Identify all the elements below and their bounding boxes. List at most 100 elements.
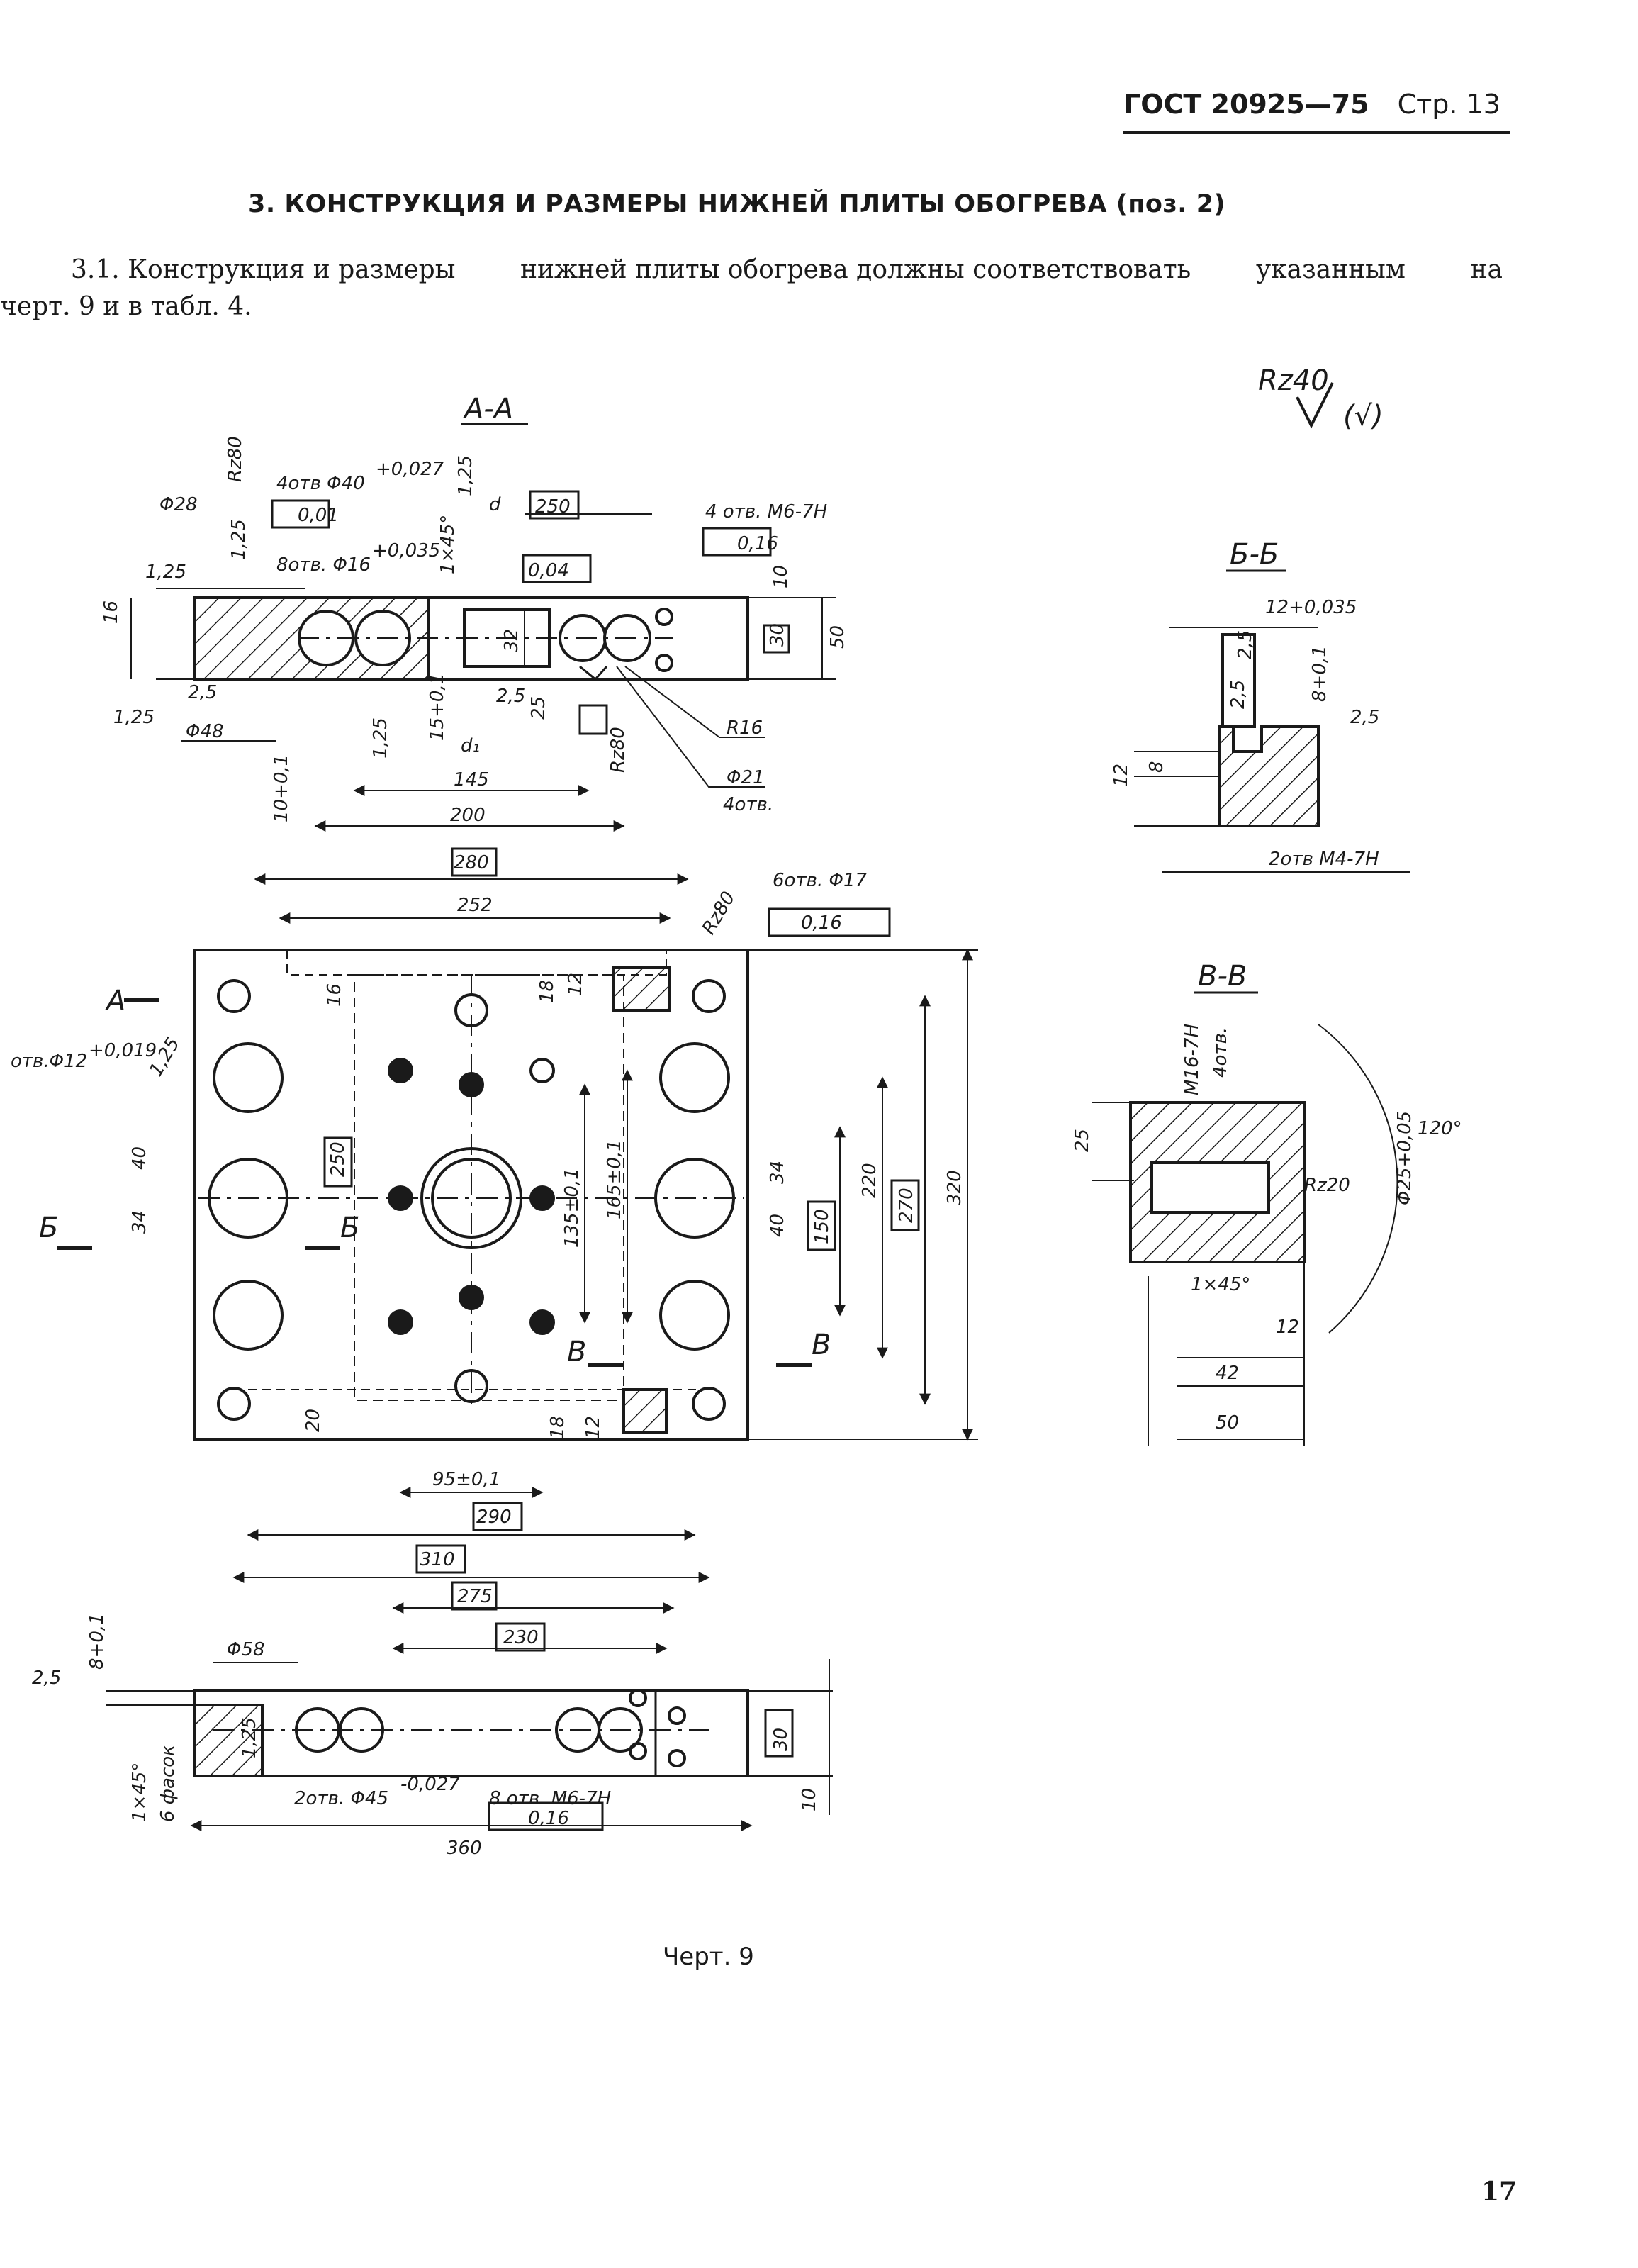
svg-text:отв.Φ12: отв.Φ12: [11, 1051, 87, 1072]
svg-text:2отв. Φ45: 2отв. Φ45: [294, 1788, 388, 1809]
svg-text:В: В: [567, 1336, 586, 1368]
svg-text:25: 25: [1072, 1129, 1093, 1152]
svg-text:200: 200: [450, 805, 486, 826]
svg-text:16: 16: [324, 983, 345, 1007]
svg-text:25: 25: [528, 696, 549, 720]
svg-text:0,16: 0,16: [737, 533, 778, 554]
svg-text:Б: Б: [340, 1212, 359, 1244]
svg-text:250: 250: [327, 1141, 349, 1177]
para-seg-4: на: [1470, 255, 1503, 284]
plan-view: [57, 847, 978, 1583]
plan-view-labels: 280 252 6отв. Φ17 0,16 Rz80 А отв.Φ12 +0…: [11, 852, 965, 1570]
para-seg-3: указанным: [1255, 255, 1406, 284]
svg-text:12: 12: [1111, 764, 1132, 787]
svg-text:1×45°: 1×45°: [129, 1763, 150, 1822]
svg-text:+0,019: +0,019: [89, 1040, 157, 1061]
svg-text:2,5: 2,5: [1235, 630, 1256, 659]
svg-text:Φ58: Φ58: [227, 1639, 265, 1660]
svg-text:0,01: 0,01: [298, 505, 339, 526]
svg-text:-0,027: -0,027: [400, 1774, 460, 1795]
para-seg-2: нижней плиты обогрева должны соответство…: [520, 255, 1191, 284]
svg-text:0,04: 0,04: [528, 560, 569, 581]
svg-text:4 отв. М6-7Н: 4 отв. М6-7Н: [705, 501, 827, 523]
svg-text:Φ25+0,05: Φ25+0,05: [1394, 1111, 1415, 1205]
page-header: ГОСТ 20925—75 Стр. 13: [1123, 89, 1510, 134]
section-title: 3. КОНСТРУКЦИЯ И РАЗМЕРЫ НИЖНЕЙ ПЛИТЫ ОБ…: [248, 190, 1226, 218]
page-label: Стр. 13: [1397, 89, 1500, 120]
svg-text:12: 12: [583, 1416, 604, 1439]
svg-text:40: 40: [129, 1146, 150, 1170]
svg-text:230: 230: [503, 1627, 539, 1648]
svg-text:40: 40: [767, 1214, 788, 1237]
view-label-vv: В-В: [1198, 960, 1247, 993]
svg-text:220: 220: [859, 1163, 880, 1198]
side-view-labels: 275 230 Φ58 2,5 8+0,1 1,25 1×45° 6 фасок…: [32, 1586, 820, 1859]
svg-text:275: 275: [457, 1586, 493, 1607]
svg-text:8+0,1: 8+0,1: [86, 1613, 108, 1670]
svg-text:145: 145: [454, 769, 489, 791]
svg-text:16: 16: [101, 600, 122, 624]
paragraph-line-2: черт. 9 и в табл. 4.: [0, 292, 252, 321]
svg-text:2,5: 2,5: [1350, 707, 1379, 728]
svg-text:360: 360: [447, 1838, 482, 1859]
svg-text:95±0,1: 95±0,1: [432, 1469, 500, 1490]
svg-text:165±0,1: 165±0,1: [604, 1139, 625, 1219]
svg-text:d₁: d₁: [461, 735, 480, 756]
svg-text:2,5: 2,5: [496, 686, 525, 707]
svg-text:50: 50: [827, 625, 848, 649]
svg-text:150: 150: [812, 1209, 833, 1244]
svg-text:2отв М4-7Н: 2отв М4-7Н: [1269, 849, 1379, 870]
svg-text:20: 20: [303, 1409, 324, 1432]
svg-text:120°: 120°: [1418, 1118, 1462, 1139]
svg-text:290: 290: [476, 1507, 512, 1528]
svg-text:42: 42: [1216, 1363, 1239, 1384]
svg-text:2,5: 2,5: [1228, 680, 1249, 709]
svg-text:18: 18: [547, 1416, 568, 1439]
view-label-bb: Б-Б: [1230, 538, 1279, 571]
svg-text:12: 12: [1276, 1317, 1299, 1338]
svg-text:Φ21: Φ21: [727, 767, 765, 788]
svg-text:135±0,1: 135±0,1: [561, 1168, 583, 1248]
svg-text:+0,027: +0,027: [376, 459, 444, 480]
svg-text:d: d: [489, 494, 501, 515]
svg-text:1,25: 1,25: [370, 717, 391, 759]
svg-text:В: В: [812, 1329, 831, 1361]
section-aa-labels: Φ28 Rz80 4отв Φ40 +0,027 0,01 1,25 d 250…: [101, 436, 848, 826]
svg-text:18: 18: [537, 980, 558, 1003]
svg-text:Φ28: Φ28: [159, 494, 198, 515]
svg-text:10: 10: [799, 1788, 820, 1811]
svg-text:250: 250: [535, 496, 571, 518]
svg-text:15+0,1: 15+0,1: [427, 673, 448, 741]
view-label-aa: А-А: [462, 393, 513, 425]
svg-text:Rz20: Rz20: [1304, 1175, 1350, 1196]
svg-text:8отв. Φ16: 8отв. Φ16: [276, 554, 371, 576]
svg-text:12+0,035: 12+0,035: [1265, 597, 1357, 618]
section-bb-labels: 12+0,035 2,5 8+0,1 2,5 2,5 12 8 2отв М4-…: [1111, 597, 1379, 870]
svg-text:30: 30: [770, 1728, 792, 1751]
svg-text:1×45°: 1×45°: [437, 515, 459, 574]
svg-text:(√): (√): [1343, 400, 1384, 432]
section-vv-labels: М16-7Н 4отв. 25 120° Rz20 Φ25+0,05 1×45°…: [1072, 1024, 1462, 1434]
svg-text:34: 34: [129, 1210, 150, 1234]
svg-text:А: А: [104, 985, 125, 1017]
section-bb: Б-Б: [1134, 538, 1410, 873]
roughness-symbol: Rz40 (√): [1258, 364, 1384, 432]
section-aa: А-А: [130, 393, 836, 832]
standard-number: ГОСТ 20925—75: [1123, 89, 1369, 120]
side-view: [106, 1581, 833, 1831]
svg-text:2,5: 2,5: [188, 682, 217, 703]
svg-text:Б: Б: [39, 1212, 58, 1244]
svg-text:Rz80: Rz80: [225, 436, 246, 482]
svg-text:8+0,1: 8+0,1: [1309, 645, 1330, 702]
svg-text:34: 34: [767, 1161, 788, 1184]
svg-text:1,25: 1,25: [455, 455, 476, 496]
svg-text:R16: R16: [727, 717, 763, 739]
svg-text:12: 12: [565, 973, 586, 996]
svg-text:1×45°: 1×45°: [1191, 1274, 1250, 1295]
page-number: 17: [1481, 2177, 1518, 2206]
paragraph-line-1: 3.1. Конструкция и размеры нижней плиты …: [0, 252, 1503, 289]
svg-text:Rz40: Rz40: [1258, 364, 1329, 397]
section-vv: В-В: [1092, 960, 1398, 1446]
svg-text:6 фасок: 6 фасок: [157, 1745, 179, 1822]
